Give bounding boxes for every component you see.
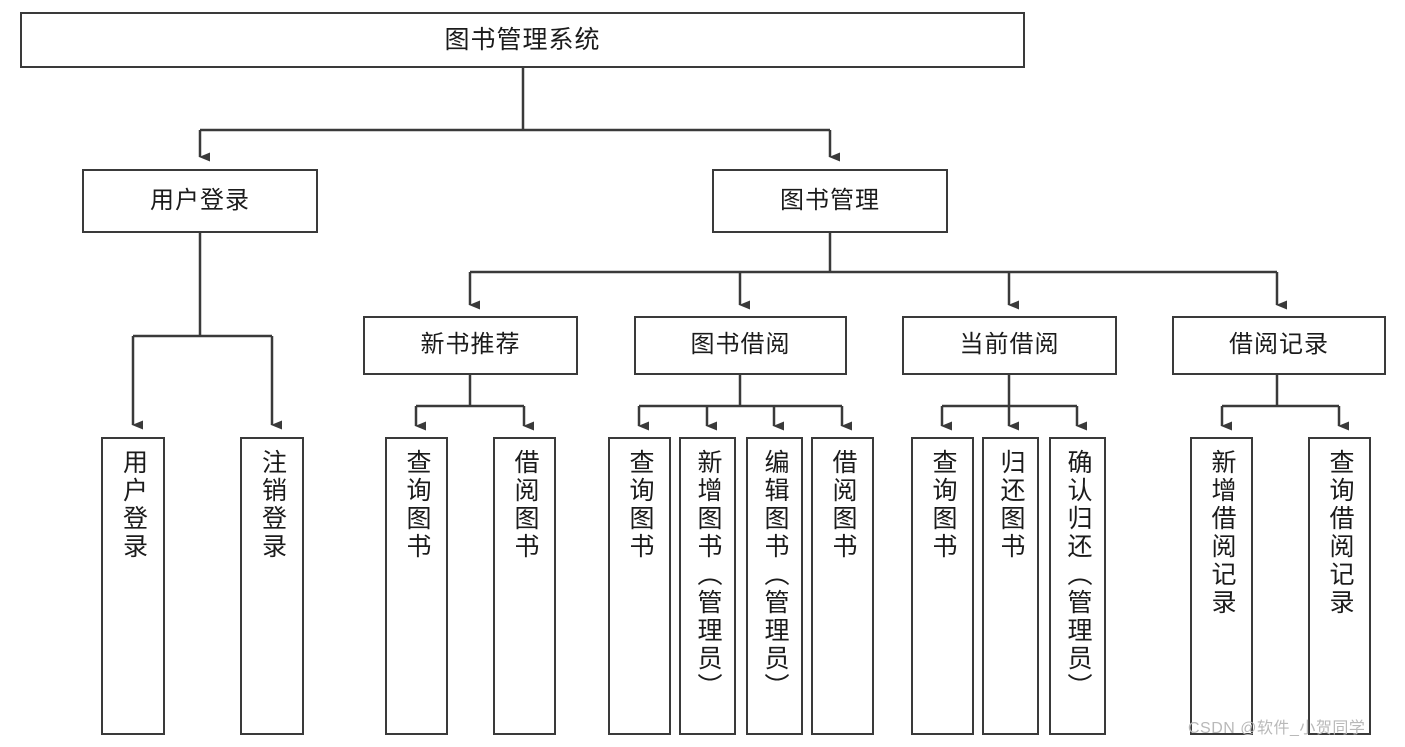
node-user-login[interactable]: 用户登录: [82, 169, 318, 233]
node-root-label: 图书管理系统: [444, 26, 601, 54]
leaf-borrow-book-recommend[interactable]: 借阅图书: [493, 437, 556, 735]
leaf-edit-book-label: 编辑图书（管理员）: [761, 449, 789, 701]
leaf-query-borrow-record[interactable]: 查询借阅记录: [1308, 437, 1371, 735]
node-user-login-label: 用户登录: [150, 186, 250, 214]
leaf-query-book-recommend[interactable]: 查询图书: [385, 437, 448, 735]
node-new-book-recommend-label: 新书推荐: [420, 331, 521, 359]
leaf-user-logout[interactable]: 注销登录: [240, 437, 304, 735]
node-current-borrow-label: 当前借阅: [959, 331, 1060, 359]
leaf-query-book-borrow[interactable]: 查询图书: [608, 437, 671, 735]
leaf-query-book-current-label: 查询图书: [929, 449, 957, 561]
leaf-query-book-borrow-label: 查询图书: [626, 449, 654, 561]
leaf-add-book[interactable]: 新增图书（管理员）: [679, 437, 736, 735]
node-current-borrow[interactable]: 当前借阅: [902, 316, 1117, 375]
leaf-edit-book[interactable]: 编辑图书（管理员）: [746, 437, 803, 735]
node-borrow-record[interactable]: 借阅记录: [1172, 316, 1386, 375]
leaf-return-book-label: 归还图书: [997, 449, 1025, 561]
node-book-borrow[interactable]: 图书借阅: [634, 316, 847, 375]
leaf-user-login-label: 用户登录: [119, 449, 148, 561]
leaf-confirm-return-label: 确认归还（管理员）: [1064, 449, 1092, 701]
node-book-manage[interactable]: 图书管理: [712, 169, 948, 233]
node-new-book-recommend[interactable]: 新书推荐: [363, 316, 578, 375]
node-root[interactable]: 图书管理系统: [20, 12, 1025, 68]
leaf-borrow-book-recommend-label: 借阅图书: [511, 449, 539, 561]
leaf-add-book-label: 新增图书（管理员）: [694, 449, 722, 701]
leaf-borrow-book-label: 借阅图书: [829, 449, 857, 561]
leaf-user-logout-label: 注销登录: [258, 449, 287, 561]
leaf-user-login[interactable]: 用户登录: [101, 437, 165, 735]
leaf-query-borrow-record-label: 查询借阅记录: [1326, 449, 1354, 617]
leaf-borrow-book[interactable]: 借阅图书: [811, 437, 874, 735]
leaf-add-borrow-record-label: 新增借阅记录: [1208, 449, 1236, 617]
leaf-query-book-recommend-label: 查询图书: [403, 449, 431, 561]
node-borrow-record-label: 借阅记录: [1229, 331, 1329, 359]
leaf-confirm-return[interactable]: 确认归还（管理员）: [1049, 437, 1106, 735]
watermark: CSDN @软件_小贺同学: [1188, 720, 1366, 737]
leaf-add-borrow-record[interactable]: 新增借阅记录: [1190, 437, 1253, 735]
leaf-query-book-current[interactable]: 查询图书: [911, 437, 974, 735]
node-book-borrow-label: 图书借阅: [690, 331, 791, 359]
node-book-manage-label: 图书管理: [780, 186, 880, 214]
leaf-return-book[interactable]: 归还图书: [982, 437, 1039, 735]
